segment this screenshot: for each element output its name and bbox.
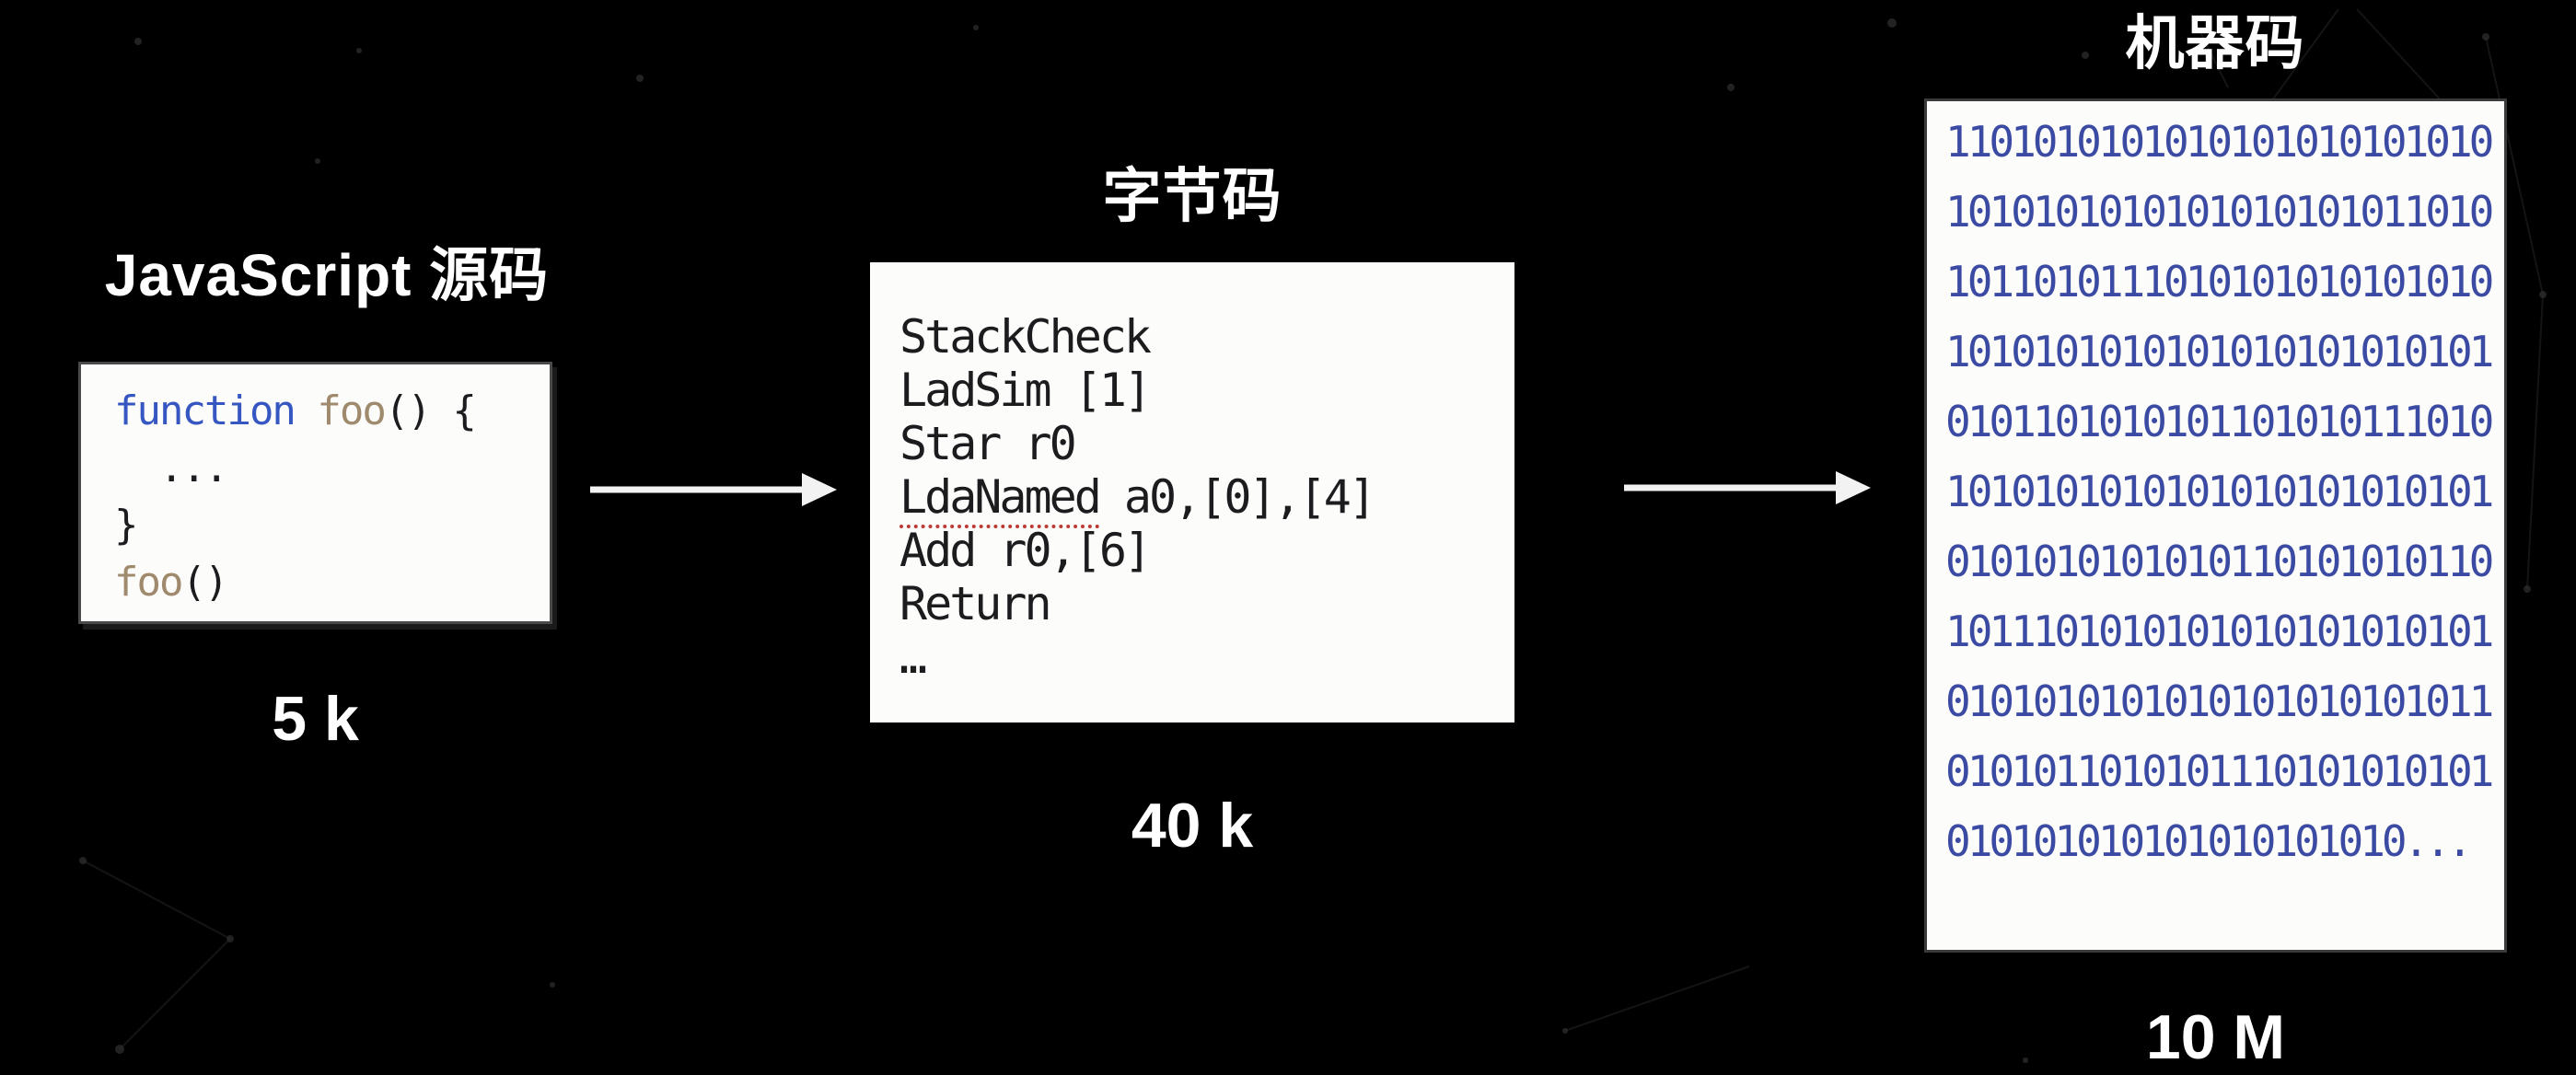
code-line: 1011101010101010101010101 <box>1945 607 2494 656</box>
code-line: LdaNamed a0,[0],[4] <box>899 470 1376 528</box>
code-line: 0101010101010110101010110 <box>1945 537 2494 586</box>
code-line: 1010101010101010101010101 <box>1945 467 2494 516</box>
code-line: Add r0,[6] <box>899 524 1374 577</box>
code-token: Return <box>899 577 1052 630</box>
code-line: } <box>114 497 475 554</box>
machine-code-listing: 1101010101010101010101010 101010101010101… <box>1945 107 2494 876</box>
arrow-source-to-bytecode <box>590 473 837 506</box>
arrow-head <box>1836 471 1871 504</box>
code-token: a0,[0],[4] <box>1098 470 1376 524</box>
code-line: Return <box>899 577 1374 630</box>
code-line: 0101101010101101010111010 <box>1945 397 2494 446</box>
code-token: … <box>899 630 927 684</box>
code-token: foo <box>114 559 183 606</box>
arrow-bytecode-to-machine <box>1624 471 1871 504</box>
machine-panel-title: 机器码 <box>2125 10 2305 76</box>
code-token: Star r0 <box>899 417 1077 470</box>
bytecode-panel-title: 字节码 <box>1102 163 1282 229</box>
source-panel-title: JavaScript 源码 <box>104 242 550 308</box>
code-line: function foo() { <box>114 383 477 440</box>
code-token: ... <box>114 445 228 491</box>
source-size-label: 5 k <box>272 684 359 754</box>
code-token: Add r0,[6] <box>899 524 1152 577</box>
code-token: foo <box>317 387 386 434</box>
code-line: … <box>899 630 1374 684</box>
bytecode-size-label: 40 k <box>1131 791 1254 861</box>
code-line: LadSim [1] <box>899 364 1374 417</box>
code-line: ... <box>114 440 475 497</box>
code-token: () <box>181 559 228 606</box>
underlined-token: LdaNamed <box>899 470 1102 528</box>
code-line: 1010101010101010101011010 <box>1945 187 2494 237</box>
arrow-head <box>802 473 837 506</box>
code-token: StackCheck <box>899 310 1152 364</box>
code-token: } <box>114 502 138 549</box>
machine-code-box: 1101010101010101010101010 101010101010101… <box>1924 98 2507 953</box>
code-line: 0101011010101110101010101 <box>1945 746 2494 796</box>
code-line: 1011010111010101010101010 <box>1945 257 2494 306</box>
code-token: LadSim [1] <box>899 364 1152 417</box>
code-line: 0101010101010101010101011 <box>1945 676 2494 726</box>
code-line: 1101010101010101010101010 <box>1945 117 2494 167</box>
code-line: foo() <box>114 554 475 611</box>
code-token: function <box>114 387 296 434</box>
code-line: Star r0 <box>899 417 1374 470</box>
source-code: function foo() { ...}foo() <box>114 383 477 611</box>
code-token <box>295 387 318 434</box>
code-token: () { <box>384 387 477 434</box>
code-line: 1010101010101010101010101 <box>1945 327 2494 376</box>
source-code-box: function foo() { ...}foo() <box>78 362 552 624</box>
machine-size-label: 10 M <box>2145 1002 2286 1072</box>
code-line: 010101010101010101010... <box>1945 816 2473 866</box>
code-line: StackCheck <box>899 310 1374 364</box>
